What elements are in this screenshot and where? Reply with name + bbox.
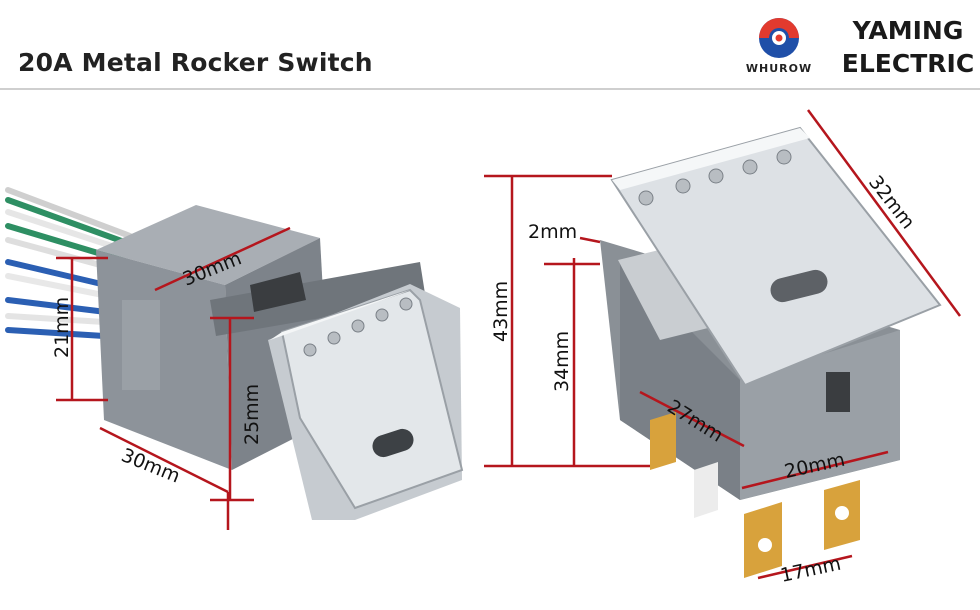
right-switch-rocker bbox=[610, 126, 942, 387]
brand-name: YAMING ELECTRIC bbox=[838, 14, 978, 80]
right-dimension-lines bbox=[484, 109, 962, 580]
brand-name-line1: YAMING bbox=[852, 16, 964, 45]
left-dimension-lines bbox=[56, 226, 291, 530]
dimension-label: 17mm bbox=[778, 553, 842, 587]
left-switch-rocker bbox=[268, 284, 464, 520]
dimension-label: 2mm bbox=[528, 221, 577, 243]
brand-logo bbox=[759, 18, 799, 58]
right-switch-terminals bbox=[650, 412, 860, 578]
page-title: 20A Metal Rocker Switch bbox=[18, 48, 373, 77]
dimension-label: 34mm bbox=[551, 331, 573, 392]
dimension-label: 21mm bbox=[51, 297, 73, 358]
brand-name-line2: ELECTRIC bbox=[841, 49, 975, 78]
dimension-label: 25mm bbox=[241, 384, 263, 445]
brand-logo-text: WHUROW bbox=[745, 62, 813, 75]
dimension-label: 43mm bbox=[490, 281, 512, 342]
header-divider bbox=[0, 88, 980, 90]
